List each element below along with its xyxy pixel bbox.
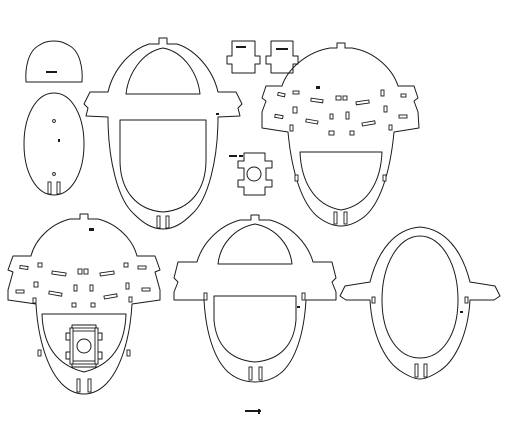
frame-3-slots bbox=[15, 262, 151, 308]
cap-part bbox=[25, 40, 83, 83]
frame-5-part bbox=[339, 226, 501, 380]
hub-part bbox=[229, 152, 273, 196]
clip-a-part bbox=[226, 40, 261, 74]
frame-3-part bbox=[7, 213, 161, 395]
small-mark bbox=[245, 409, 261, 414]
small-oval-part bbox=[23, 92, 85, 196]
frame-2-slots bbox=[274, 89, 408, 182]
frame-3-hub bbox=[65, 324, 103, 368]
frame-2-part bbox=[261, 42, 420, 227]
clip-b-part bbox=[265, 40, 299, 74]
frame-4-part bbox=[173, 214, 337, 383]
frame-1-part bbox=[83, 37, 243, 230]
